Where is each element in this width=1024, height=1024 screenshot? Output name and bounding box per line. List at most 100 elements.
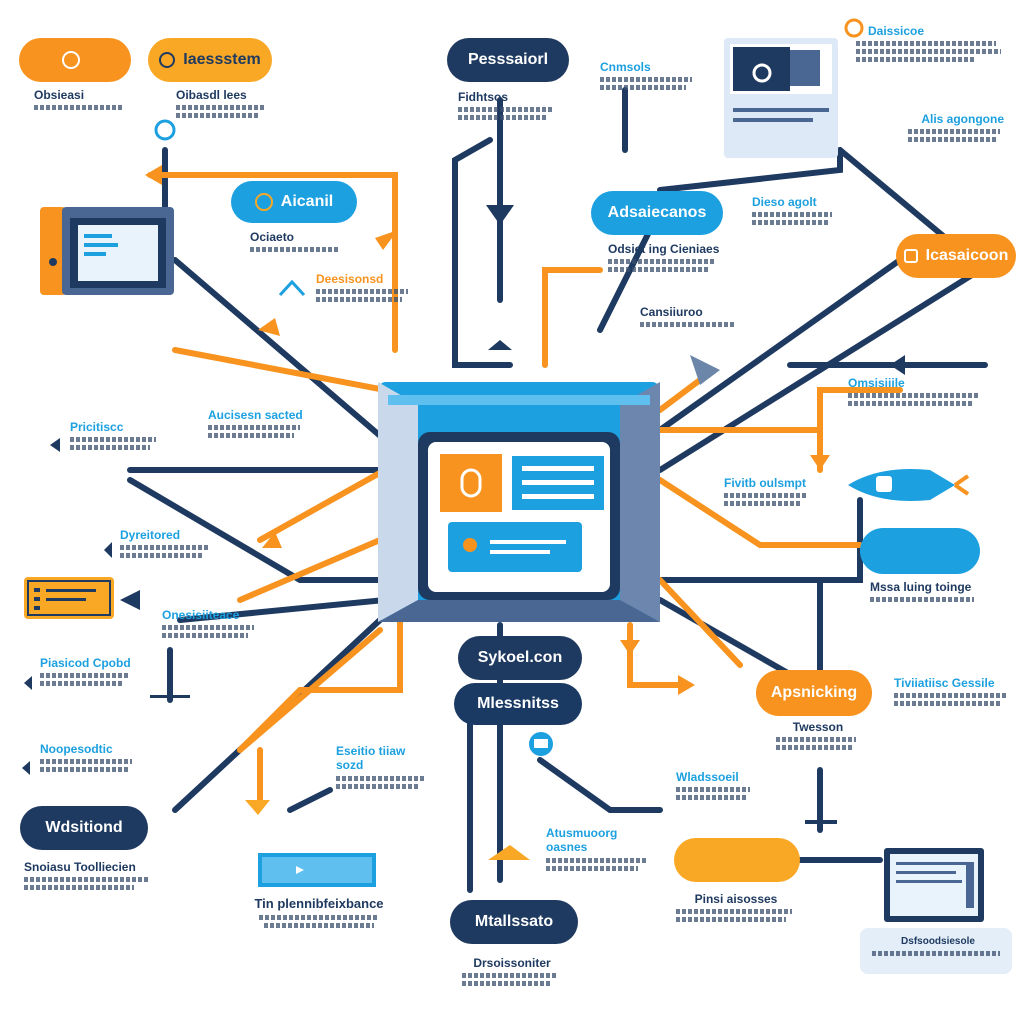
pill-left-bottom[interactable]: Wdsitiond xyxy=(20,806,148,850)
pill-right-bottom-2[interactable] xyxy=(674,838,800,882)
caption-7-title: Deesisonsd xyxy=(316,272,384,286)
caption-27-title: Tin plennibfeixbance xyxy=(254,896,384,911)
caption-6-line-1 xyxy=(908,129,1000,135)
pill-left-1-label: Aicanil xyxy=(280,193,334,210)
caption-1: Obsieasi xyxy=(34,88,134,113)
caption-30: Dsfsoodsiesole xyxy=(872,936,1004,959)
orange-connectors xyxy=(147,172,903,803)
caption-17-line-1 xyxy=(162,625,254,631)
caption-24: Wladssoeil xyxy=(676,770,754,803)
caption-16-line-1 xyxy=(120,545,208,551)
caption-6-line-2 xyxy=(908,137,996,143)
caption-21-title: Noopesodtic xyxy=(40,742,113,756)
caption-14-line-2 xyxy=(848,401,974,407)
caption-28: Pinsi aisosses xyxy=(676,892,796,925)
caption-11-title: Cansiiuroo xyxy=(640,305,703,319)
caption-17-line-2 xyxy=(162,633,248,639)
refresh-icon xyxy=(159,52,176,68)
caption-14-title: Omsisiiile xyxy=(848,376,905,390)
caption-2: Oibasdl lees xyxy=(176,88,268,121)
caption-6-title: Alis agongone xyxy=(921,112,1004,126)
caption-8: Dieso agolt xyxy=(752,195,836,228)
pill-right-bottom-1[interactable]: Apsnicking xyxy=(756,670,872,716)
pill-top-left-2[interactable]: Iaessstem xyxy=(148,38,272,82)
caption-22-line-1 xyxy=(336,775,426,781)
caption-10-line-1 xyxy=(250,247,338,253)
caption-9-title: Odsiet ing Cieniaes xyxy=(608,242,720,256)
caption-1-line xyxy=(34,105,124,111)
caption-23: Twesson xyxy=(776,720,860,753)
pill-left-1[interactable]: Aicanil xyxy=(231,181,357,223)
caption-13-title: Pricitiscc xyxy=(70,420,124,434)
caption-26-title: Snoiasu Toolliecien xyxy=(24,860,136,874)
caption-20-line-1 xyxy=(894,693,1006,699)
caption-14-line-1 xyxy=(848,393,978,399)
caption-28-title: Pinsi aisosses xyxy=(694,892,778,906)
caption-18-title: Piasicod Cpobd xyxy=(40,656,131,670)
caption-26: Snoiasu Toolliecien xyxy=(24,860,152,893)
caption-4-line-2 xyxy=(600,85,686,91)
caption-25-title: Atusmuoorg oasnes xyxy=(546,826,618,855)
caption-23-line-1 xyxy=(776,737,856,743)
caption-10: Ociaeto xyxy=(250,230,342,255)
caption-5-line-2 xyxy=(856,49,1001,55)
caption-5-line-3 xyxy=(856,57,976,63)
caption-27-line-2 xyxy=(264,922,374,928)
caption-29-line-2 xyxy=(462,981,552,987)
pill-right-2[interactable]: Icasaicoon xyxy=(896,234,1016,278)
caption-5-line-1 xyxy=(856,41,996,47)
pill-center-bottom-1[interactable]: Sykoel.con xyxy=(458,636,582,680)
caption-4-title: Cnmsols xyxy=(600,60,651,74)
caption-28-line-2 xyxy=(676,917,786,923)
caption-26-line-1 xyxy=(24,877,148,883)
caption-2-line-1 xyxy=(176,105,264,111)
pill-center-bottom-2[interactable]: Mlessnitss xyxy=(454,683,582,725)
caption-4: Cnmsols xyxy=(600,60,696,93)
caption-23-title: Twesson xyxy=(792,720,844,734)
pill-top-center-label: Pesssaiorl xyxy=(467,51,549,68)
caption-30-line-1 xyxy=(872,951,1000,956)
pill-right-3[interactable] xyxy=(860,528,980,574)
pill-top-center[interactable]: Pesssaiorl xyxy=(447,38,569,82)
caption-9-line-1 xyxy=(608,259,716,265)
caption-15: Fivitb oulsmpt xyxy=(724,476,810,509)
laptop-device-left xyxy=(40,207,174,295)
caption-17-title: Onesisiiteace xyxy=(162,608,240,622)
pill-center-bottom-2-label: Mlessnitss xyxy=(477,695,559,712)
caption-21-line-1 xyxy=(40,759,132,765)
caption-10-title: Ociaeto xyxy=(250,230,295,244)
caption-27: Tin plennibfeixbance xyxy=(254,896,384,931)
banner-card xyxy=(258,853,376,887)
caption-2-title: Oibasdl lees xyxy=(176,88,247,102)
pill-right-1-label: Adsaiecanos xyxy=(607,204,707,221)
caption-23-line-2 xyxy=(776,745,852,751)
pill-right-bottom-1-label: Apsnicking xyxy=(770,684,858,701)
caption-12: Aucisesn sacted xyxy=(208,408,304,441)
caption-18-line-2 xyxy=(40,681,124,687)
caption-15-line-1 xyxy=(724,493,806,499)
caption-18: Piasicod Cpobd xyxy=(40,656,134,689)
caption-5-title: Daissicoe xyxy=(868,24,925,38)
caption-12-title: Aucisesn sacted xyxy=(208,408,303,422)
pill-right-1[interactable]: Adsaiecanos xyxy=(591,191,723,235)
caption-13: Pricitiscc xyxy=(70,420,160,453)
browser-icon xyxy=(903,249,918,263)
pill-center-bottom-3[interactable]: Mtallssato xyxy=(450,900,578,944)
caption-20-line-2 xyxy=(894,701,1002,707)
caption-27-line-1 xyxy=(259,914,379,920)
caption-18-line-1 xyxy=(40,673,130,679)
caption-16-line-2 xyxy=(120,553,202,559)
caption-3: Fidhtsos xyxy=(458,90,558,123)
decorative-nodes xyxy=(150,18,864,824)
caption-7-line-1 xyxy=(316,289,408,295)
caption-21: Noopesodtic xyxy=(40,742,136,775)
caption-12-line-1 xyxy=(208,425,300,431)
pill-top-left-1[interactable] xyxy=(19,38,131,82)
pill-left-bottom-label: Wdsitiond xyxy=(45,819,123,836)
caption-24-title: Wladssoeil xyxy=(676,770,739,784)
caption-26-line-2 xyxy=(24,885,134,891)
caption-22: Eseitio tiiaw sozd xyxy=(336,744,430,792)
pill-right-2-label: Icasaicoon xyxy=(925,247,1009,264)
caption-25-line-1 xyxy=(546,857,646,863)
